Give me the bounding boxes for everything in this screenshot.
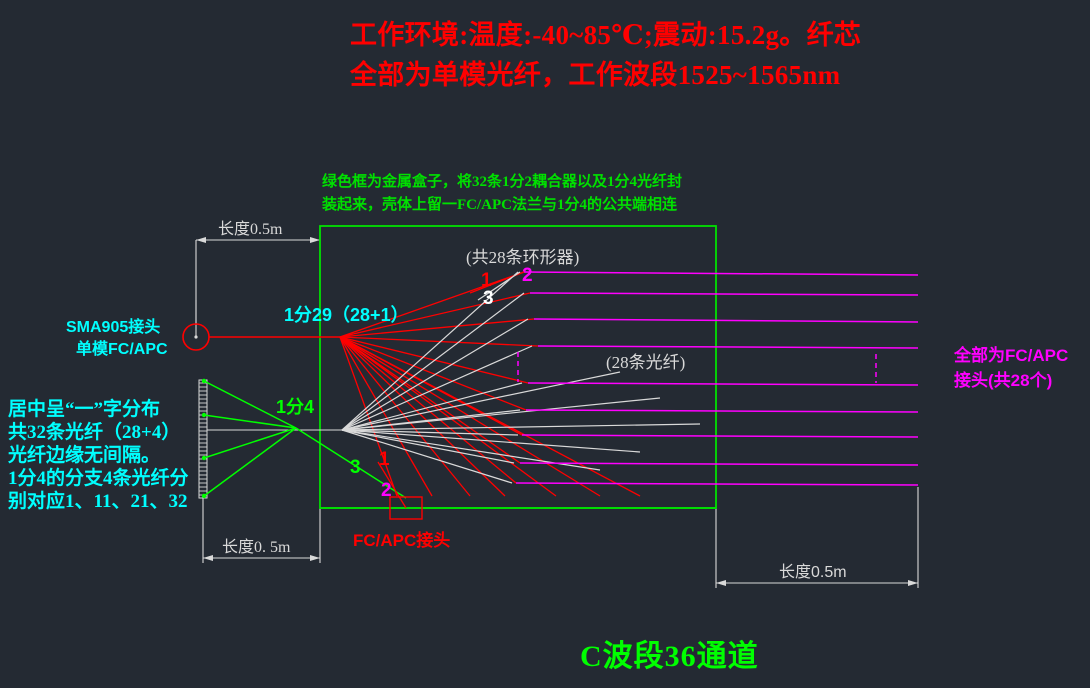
fc-apc-lead-line (377, 461, 407, 509)
splitter4-branches (201, 378, 297, 499)
enclosure-box (319, 225, 717, 509)
dimension-right (715, 487, 919, 588)
fiber-array-strip (198, 379, 208, 499)
fc-apc-flange-box (389, 496, 423, 520)
top-circulator-port-leads (469, 271, 525, 301)
dimension-left-bottom (202, 497, 321, 563)
splitter29-fanout (339, 271, 641, 497)
fiber-fanout-28 (341, 271, 701, 484)
splitter4-common-lead (295, 427, 407, 499)
output-fibers-magenta (515, 271, 919, 486)
dimension-left-top (195, 232, 321, 325)
